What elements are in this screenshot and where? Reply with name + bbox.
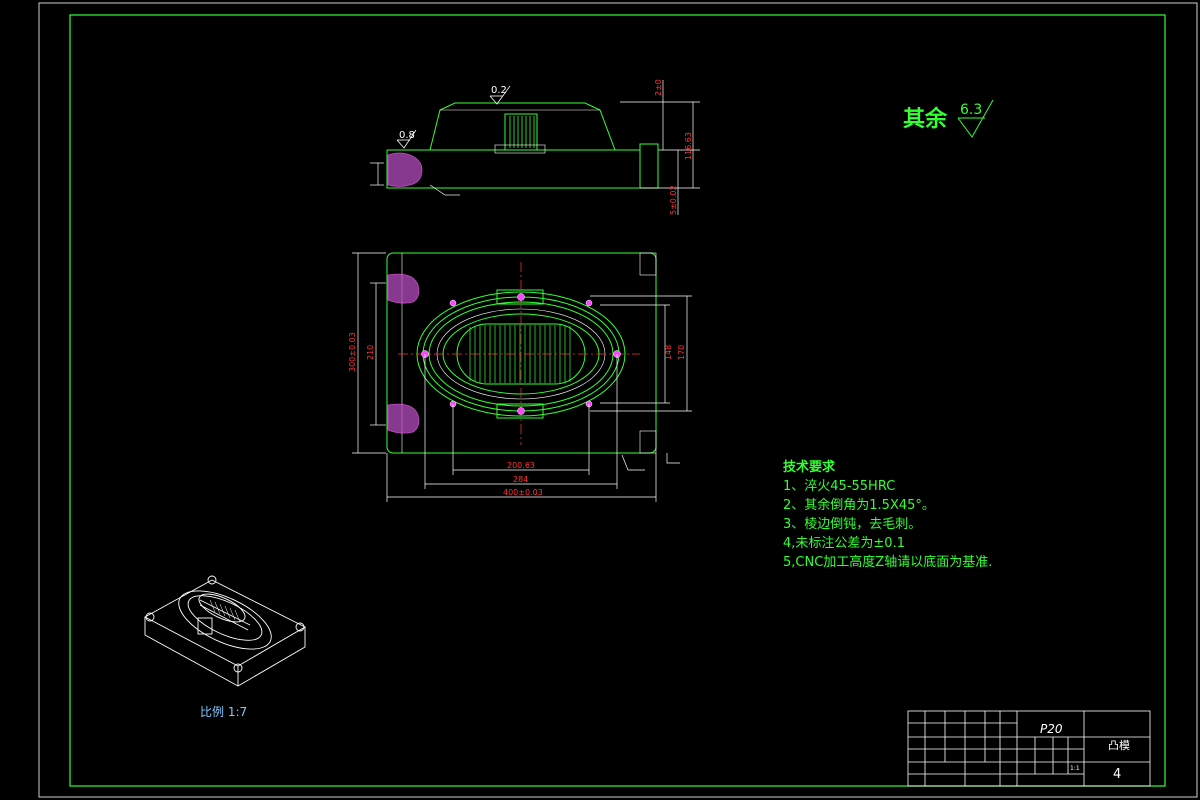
tech-item-3: 3、棱边倒钝，去毛刺。: [783, 517, 922, 532]
scale-note: 比例 1:7: [200, 705, 248, 719]
plan-dim-lines: [352, 252, 692, 502]
dim-side-1: 2±0: [654, 79, 663, 96]
finish-symbol-08: [396, 129, 417, 149]
title-sheet-no: 4: [1113, 767, 1121, 782]
dim-plan-inner-h: 210: [366, 345, 375, 360]
dim-side-2: 116.63: [684, 132, 693, 160]
title-block: [907, 710, 1151, 787]
isometric-view: [144, 575, 306, 687]
side-dim-lines: [370, 80, 700, 215]
plan-hatch-top: [387, 273, 420, 304]
dim-side-3: 5±0.02: [669, 185, 678, 215]
side-section-hatch: [387, 152, 423, 187]
title-material: P20: [1040, 722, 1063, 736]
title-ratio: 1:1: [1070, 765, 1080, 772]
title-part-name: 凸模: [1108, 739, 1130, 752]
dim-plan-170: 170: [677, 345, 686, 360]
tech-item-5: 5,CNC加工高度Z轴请以底面为基准.: [783, 555, 993, 570]
finish-symbol-02: [489, 85, 511, 105]
tech-item-1: 1、淬火45-55HRC: [783, 479, 896, 494]
tech-item-4: 4,未标注公差为±0.1: [783, 536, 905, 551]
dim-plan-height: 300±0.03: [348, 332, 357, 372]
technical-requirements: 技术要求 1、淬火45-55HRC 2、其余倒角为1.5X45°。 3、棱边倒钝…: [783, 458, 992, 572]
tech-item-2: 2、其余倒角为1.5X45°。: [783, 498, 935, 513]
roughness-label: 其余: [903, 107, 948, 132]
roughness-value: 6.3: [960, 102, 982, 118]
dim-plan-bottom1: 200.63: [507, 461, 535, 470]
tech-title: 技术要求: [783, 460, 836, 475]
dim-top-08: 0.8: [399, 130, 415, 141]
roughness-symbol: [957, 99, 994, 138]
dim-top-02: 0.2: [491, 85, 507, 96]
side-view: [386, 102, 660, 189]
dim-plan-bottom3: 400±0.03: [503, 488, 543, 497]
inner-frame: [69, 14, 1166, 787]
dim-plan-148: 148: [664, 345, 673, 360]
outer-frame: [38, 2, 1198, 798]
plan-hatch-bottom: [387, 403, 420, 434]
iso-grille: [209, 599, 241, 623]
dim-plan-bottom2: 284: [513, 475, 528, 484]
